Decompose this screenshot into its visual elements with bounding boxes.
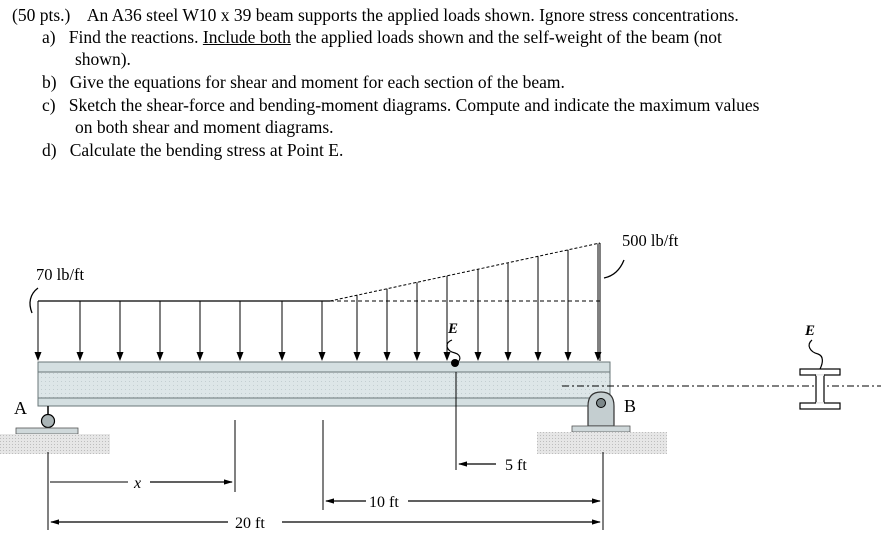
part-a-underlined: Include both — [202, 27, 291, 47]
load-right-leader — [603, 259, 625, 279]
beam-web — [37, 371, 611, 399]
point-e-dot — [451, 359, 459, 367]
load-arrow-head — [116, 352, 124, 361]
load-arrow-head — [564, 352, 572, 361]
load-arrow-head — [34, 352, 42, 361]
load-right-label: 500 lb/ft — [622, 231, 679, 250]
load-arrow-head — [383, 352, 391, 361]
load-arrow-head — [76, 352, 84, 361]
load-arrow-head — [278, 352, 286, 361]
load-arrow-head — [534, 352, 542, 361]
problem-header-line: (50 pts.) An A36 steel W10 x 39 beam sup… — [12, 4, 739, 26]
dim-20-label: 20 ft — [235, 515, 265, 532]
load-arrows — [34, 243, 602, 361]
part-a-label: a) — [42, 27, 56, 47]
part-b-text: Give the equations for shear and moment … — [69, 72, 565, 92]
pin-b-support — [587, 391, 615, 427]
load-arrow-head — [504, 352, 512, 361]
part-a-text: Find the reactions. — [68, 27, 203, 47]
part-d-line: d) Calculate the bending stress at Point… — [42, 139, 343, 161]
beam-top-flange — [37, 361, 611, 373]
pin-b-plate — [571, 425, 631, 433]
part-c-label: c) — [42, 95, 56, 115]
ground-b — [537, 432, 667, 454]
section-e-label: E — [804, 323, 815, 339]
load-arrow-head — [353, 352, 361, 361]
dim-10-label: 10 ft — [369, 494, 399, 511]
part-a-line: a) Find the reactions. Include both the … — [42, 26, 722, 48]
part-a-text-post: the applied loads shown and the self-wei… — [290, 27, 722, 47]
problem-points: (50 pts.) — [12, 5, 71, 25]
support-a-label: A — [14, 398, 27, 418]
ground-a — [0, 434, 110, 454]
part-d-text: Calculate the bending stress at Point E. — [69, 140, 344, 160]
load-arrow-head — [594, 352, 602, 361]
load-left-label: 70 lb/ft — [36, 265, 85, 284]
problem-intro: An A36 steel W10 x 39 beam supports the … — [86, 5, 739, 25]
part-c-line: c) Sketch the shear-force and bending-mo… — [42, 94, 759, 116]
part-b-label: b) — [42, 72, 57, 92]
section-e-leader — [808, 339, 823, 370]
load-arrow-head — [156, 352, 164, 361]
cross-section-icon — [799, 368, 841, 410]
load-arrow-head — [443, 352, 451, 361]
load-left-leader — [29, 287, 39, 314]
pin-b-icon — [596, 398, 606, 408]
load-arrow-head — [196, 352, 204, 361]
dim-x-label: x — [133, 475, 141, 492]
load-arrow-head — [236, 352, 244, 361]
part-b-line: b) Give the equations for shear and mome… — [42, 71, 565, 93]
dim-5-label: 5 ft — [505, 457, 527, 474]
point-e-label: E — [447, 321, 458, 337]
beam-bottom-flange — [37, 397, 611, 407]
load-arrow-head — [318, 352, 326, 361]
part-c-cont: on both shear and moment diagrams. — [75, 117, 334, 137]
roller-a-plate — [15, 427, 79, 435]
support-b-label: B — [624, 396, 636, 416]
point-e-leader — [446, 339, 461, 364]
part-d-label: d) — [42, 140, 57, 160]
triangular-load-hypotenuse — [329, 242, 601, 302]
load-arrow-head — [413, 352, 421, 361]
part-c-text: Sketch the shear-force and bending-momen… — [68, 95, 760, 115]
roller-a-icon — [40, 413, 56, 429]
load-arrow-head — [474, 352, 482, 361]
part-a-cont: shown). — [75, 49, 131, 69]
